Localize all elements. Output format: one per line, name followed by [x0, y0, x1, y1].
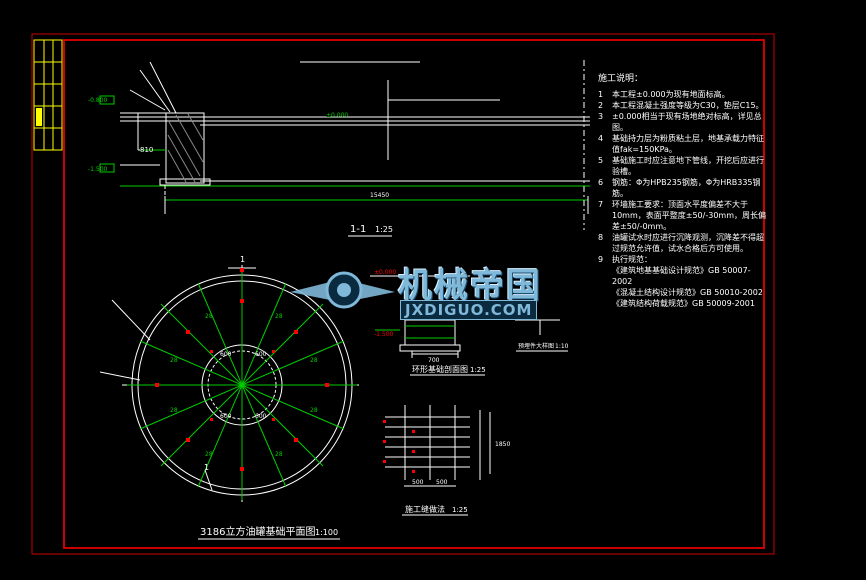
ring-title-block: 环形基础剖面图 1:25 [410, 364, 486, 376]
section-scale: 1:25 [375, 225, 393, 234]
notes-title: 施工说明： [598, 74, 644, 84]
plan-inner-label-2: 600 [255, 351, 267, 358]
mesh-detail-scale: 1:25 [452, 506, 468, 514]
plan-inner-label-4: 600 [255, 413, 267, 420]
section-title-block: 1-1 1:25 [348, 224, 393, 237]
plan-title: 3186立方油罐基础平面图 [200, 525, 315, 538]
plan-inner-label-1: 600 [220, 351, 232, 358]
plan-inner-label-3: 600 [220, 413, 232, 420]
ring-level-top: ±0.000 [374, 269, 396, 276]
mesh-detail-title: 施工缝做法 [405, 504, 445, 514]
mesh-dim-3: 1850 [495, 441, 510, 448]
section-level-1: -0.800 [88, 97, 108, 104]
section-level-3: ±0.000 [326, 112, 348, 119]
plan-ring-label-1: 28 [205, 313, 213, 320]
plan-ring-label-7: 28 [205, 451, 213, 458]
plan-ring-label-3: 28 [170, 357, 178, 364]
ring-detail-drawing [370, 275, 470, 358]
mesh-dim-1: 500 [412, 479, 424, 486]
plan-ring-label-2: 28 [275, 313, 283, 320]
plan-scale: 1:100 [315, 528, 338, 537]
mesh-dim-2: 500 [436, 479, 448, 486]
note-code: 《建筑结构荷载规范》GB 50009-2001 [612, 299, 755, 308]
section-title: 1-1 [350, 224, 366, 235]
section-1-1-drawing [99, 60, 590, 230]
inner-frame [63, 39, 765, 549]
small-detail-drawing [515, 319, 560, 335]
ring-level-bottom: -1.500 [374, 331, 394, 338]
note-item: 3±0.000相当于现有场地绝对标高，详见总图。 [598, 112, 762, 132]
plan-ring-label-5: 28 [170, 407, 178, 414]
plan-ring-label-6: 28 [310, 407, 318, 414]
plan-red-marks [155, 268, 329, 471]
watermark-brand: 机械帝国 [398, 266, 542, 306]
mesh-title-block: 施工缝做法 1:25 [402, 504, 468, 516]
watermark-emblem [290, 271, 395, 309]
ring-detail-title: 环形基础剖面图 [412, 364, 468, 374]
section-dim-b: 15450 [370, 192, 389, 199]
ring-dim: 700 [428, 357, 440, 364]
plan-axis-label-top: 1 [240, 255, 245, 264]
tank-plan-drawing [99, 265, 362, 505]
watermark-url: JXDIGUO.COM [400, 300, 538, 320]
small-detail-title: 预埋件大样图 [518, 342, 554, 350]
plan-title-block: 3186立方油罐基础平面图 1:100 [198, 525, 340, 540]
mesh-red-dots [383, 420, 415, 473]
small-detail-scale: 1:10 [555, 343, 569, 350]
left-title-strip [33, 39, 63, 151]
outer-frame [31, 33, 775, 555]
note-code: 《建筑地基基础设计规范》GB 50007-2002 [612, 266, 751, 286]
note-code: 《混凝土结构设计规范》GB 50010-2002 [612, 288, 763, 297]
plan-axis-label-bottom: 1 [204, 463, 209, 472]
section-level-2: -1.500 [88, 166, 108, 173]
plan-ring-label-4: 28 [310, 357, 318, 364]
mesh-detail-drawing [385, 405, 491, 487]
ring-detail-scale: 1:25 [470, 366, 486, 374]
section-dim-a: 810 [140, 146, 153, 154]
small-detail-title-block: 预埋件大样图 1:10 [516, 342, 569, 352]
plan-ring-label-8: 28 [275, 451, 283, 458]
